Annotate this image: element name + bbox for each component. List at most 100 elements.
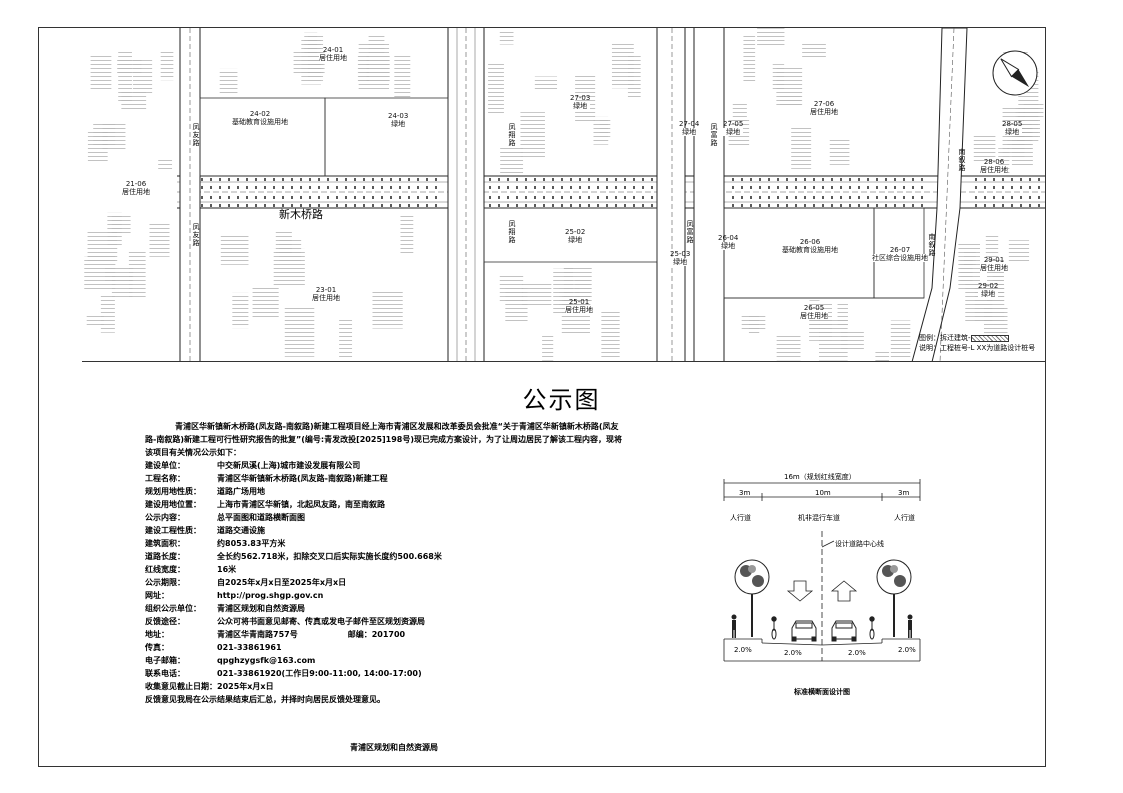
legend-item: 图例：拆迁建筑- [919, 334, 971, 342]
notice-item-key: 工程名称： [145, 474, 185, 483]
notice-item-key: 建设用地位置： [145, 500, 201, 509]
notice-item: 网址：http://prog.shgp.gov.cn [145, 589, 625, 602]
building-hatch [776, 333, 801, 361]
parcel-id: 28-06 [983, 158, 1005, 166]
notice-item-value: 公众可将书面意见邮寄、传真或发电子邮件至区规划资源局 [217, 617, 425, 626]
road-label-nanxu: 南叙路 [958, 148, 966, 172]
notice-item-value: 中交新凤溪(上海)城市建设发展有限公司 [217, 461, 361, 470]
xsec-slope-1: 2.0% [734, 646, 752, 654]
parcel-use: 居住用地 [810, 108, 838, 116]
map-legend: 图例：拆迁建筑- 说明：工程桩号-L XX为道路设计桩号 [919, 333, 1035, 353]
building-hatch [372, 291, 403, 329]
building-hatch [128, 251, 146, 300]
building-hatch [301, 38, 321, 85]
parcel-id: 26-04 [718, 234, 739, 242]
building-hatch [837, 302, 848, 327]
building-hatch [149, 222, 170, 257]
parcel-id: 25-02 [565, 228, 586, 236]
car-icon [831, 620, 857, 642]
parcel-use: 绿地 [978, 290, 999, 298]
parcel-use: 绿地 [1002, 128, 1023, 136]
notice-item-key: 反馈途径： [145, 617, 185, 626]
parcel-id: 29-02 [978, 282, 999, 290]
lane-arrow-up-icon [830, 580, 858, 602]
road-name-label: 新木桥路 [279, 208, 323, 221]
notice-item: 公示期限： 自2025年x月x日至2025年x月x日 [145, 576, 625, 589]
notice-item-value: 全长约562.718米，扣除交叉口后实际实施长度约500.668米 [217, 552, 442, 561]
notice-item-value: 青浦区华新镇新木桥路(凤友路-南叙路)新建工程 [217, 474, 388, 483]
building-hatch [791, 127, 812, 169]
xsec-center-label: 设计道路中心线 [835, 540, 884, 548]
parcel-use: 绿地 [670, 258, 691, 266]
building-hatch [111, 214, 131, 236]
road-nanxu [911, 28, 968, 361]
building-hatch [575, 75, 596, 123]
building-hatch [488, 63, 504, 114]
parcel-id: 24-01 [322, 46, 344, 54]
building-hatch [1023, 101, 1044, 117]
building-hatch [840, 331, 864, 350]
notice-item-value: 021-33861920(工作日9:00-11:00, 14:00-17:00) [217, 669, 422, 678]
building-hatch [802, 42, 826, 58]
cyclist-icon [771, 616, 777, 640]
parcel-use: 绿地 [570, 102, 591, 110]
xsec-slope-3: 2.0% [848, 649, 866, 657]
xsec-caption: 标准横断面设计图 [794, 688, 850, 696]
notice-item-key: 公示期限： [145, 578, 185, 587]
notice-item-key: 联系电话： [145, 669, 185, 678]
building-hatch [601, 309, 620, 359]
notice-item-value: 青浦区华青南路757号 [217, 630, 298, 639]
building-hatch [521, 281, 552, 308]
parcel-id: 24-02 [249, 110, 271, 118]
building-hatch [575, 278, 591, 311]
building-hatch [960, 257, 973, 283]
building-hatch [86, 313, 104, 327]
building-hatch [93, 122, 116, 149]
notice-text: 青浦区华新镇新木桥路(凤友路-南叙路)新建工程项目经上海市青浦区发展和改革委员会… [145, 420, 625, 706]
pedestrian-icon [907, 614, 913, 638]
parcel-id: 27-04 [679, 120, 700, 128]
building-hatch [100, 294, 115, 333]
north-arrow-icon [992, 50, 1038, 96]
building-hatch [284, 306, 315, 357]
parcel-id: 26-06 [799, 238, 821, 246]
parcel-id: 29-01 [983, 256, 1005, 264]
background-buildings [84, 28, 1044, 361]
issuer-name: 青浦区规划和自然资源局 [350, 743, 438, 752]
building-hatch [748, 313, 760, 335]
notice-item: 地址：青浦区华青南路757号邮编：201700 [145, 628, 625, 641]
notice-item-value: 道路广场用地 [217, 487, 265, 496]
building-hatch [220, 236, 249, 265]
building-hatch [890, 320, 911, 360]
notice-item-key: 建设工程性质： [145, 526, 201, 535]
notice-footnote: 反馈意见我局在公示结果结束后汇总，并择时向居民反馈处理意见。 [145, 695, 385, 704]
building-hatch [499, 273, 524, 302]
building-hatch [776, 67, 803, 106]
notice-item-value: http://prog.shgp.gov.cn [217, 591, 324, 600]
notice-item: 工程名称： 青浦区华新镇新木桥路(凤友路-南叙路)新建工程 [145, 472, 625, 485]
site-plan-drawing [84, 28, 1045, 361]
building-hatch [160, 50, 174, 81]
building-hatch [534, 76, 558, 90]
parcel-id: 27-03 [570, 94, 591, 102]
notice-item: 组织公示单位：青浦区规划和自然资源局 [145, 602, 625, 615]
notice-item-key: 红线宽度： [145, 565, 185, 574]
building-hatch [1017, 113, 1039, 144]
notice-item-key: 地址： [145, 630, 169, 639]
notice-item-key: 电子邮箱： [145, 656, 185, 665]
notice-item-value: 自2025年x月x日至2025年x月x日 [217, 578, 347, 587]
parcel-use: 绿地 [388, 120, 409, 128]
building-hatch [1008, 240, 1030, 263]
road-label-fengyou: 凤友路 [192, 123, 200, 147]
notice-item-value: 上海市青浦区华新镇，北起凤友路，南至南叙路 [217, 500, 385, 509]
